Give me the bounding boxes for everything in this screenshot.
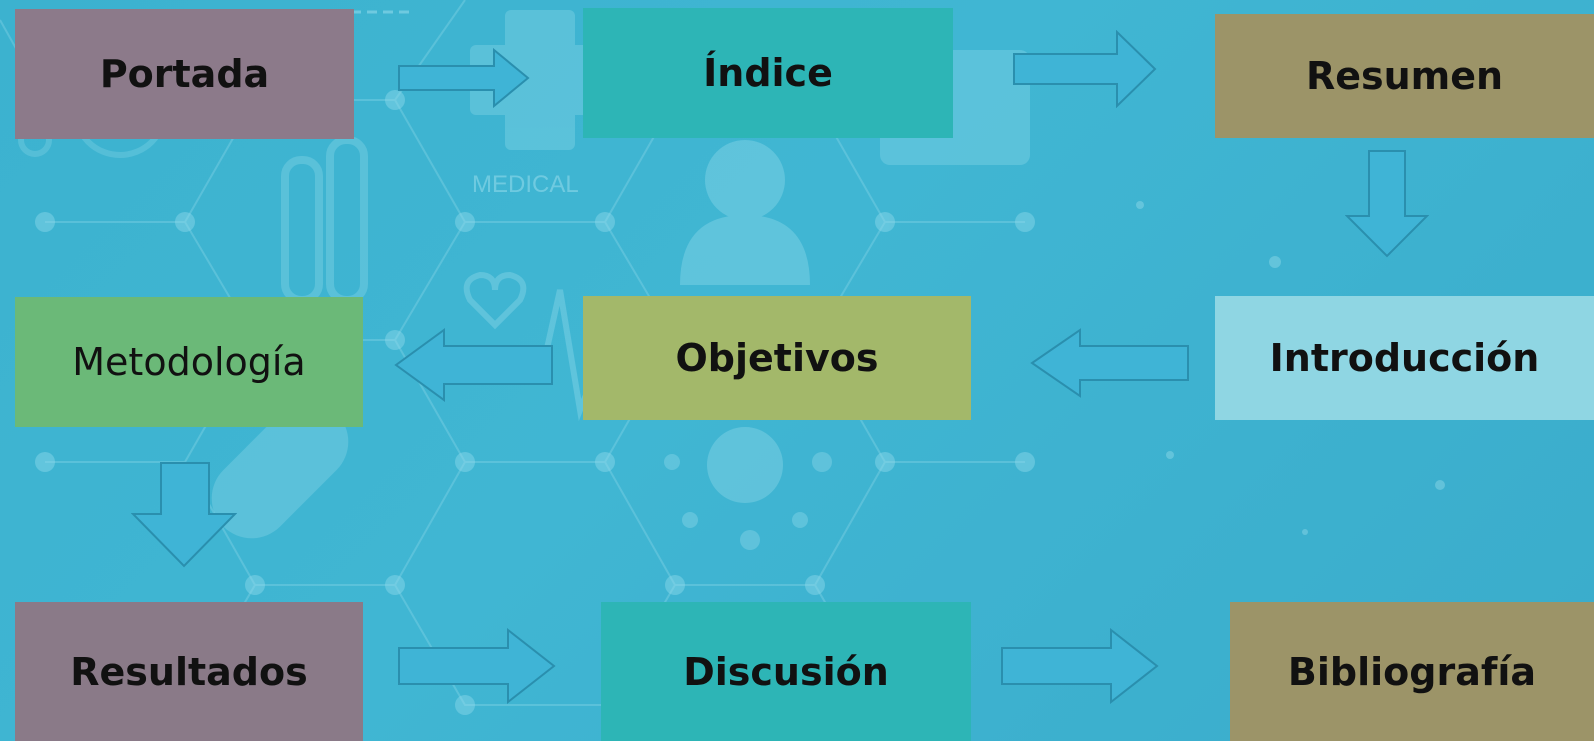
node-resultados: Resultados [15,602,363,741]
watermark-text: MEDICAL [472,171,579,198]
node-portada: Portada [15,9,354,139]
node-discusion: Discusión [601,602,971,741]
node-resultados-label: Resultados [70,649,308,694]
node-introduccion-label: Introducción [1269,336,1540,380]
node-indice: Índice [583,8,953,138]
node-discusion-label: Discusión [683,649,889,694]
node-metodologia: Metodología [15,297,363,427]
arrow-introduccion-objetivos [1030,328,1190,398]
node-resumen-label: Resumen [1305,54,1504,98]
node-bibliografia: Bibliografía [1230,602,1594,741]
arrow-resultados-discusion [398,628,556,704]
node-metodologia-label: Metodología [72,340,306,384]
arrow-indice-resumen [1013,30,1157,108]
node-objetivos-label: Objetivos [675,336,879,380]
node-introduccion: Introducción [1215,296,1594,420]
node-objetivos: Objetivos [583,296,971,420]
node-bibliografia-label: Bibliografía [1287,649,1537,694]
arrow-objetivos-metodologia [394,328,554,402]
arrow-resumen-introduccion [1345,150,1429,258]
node-portada-label: Portada [99,52,270,96]
arrow-discusion-bibliografia [1001,628,1159,704]
node-indice-label: Índice [703,51,833,95]
arrow-metodologia-resultados [131,462,237,568]
node-resumen: Resumen [1215,14,1594,138]
arrow-portada-indice [398,48,530,108]
